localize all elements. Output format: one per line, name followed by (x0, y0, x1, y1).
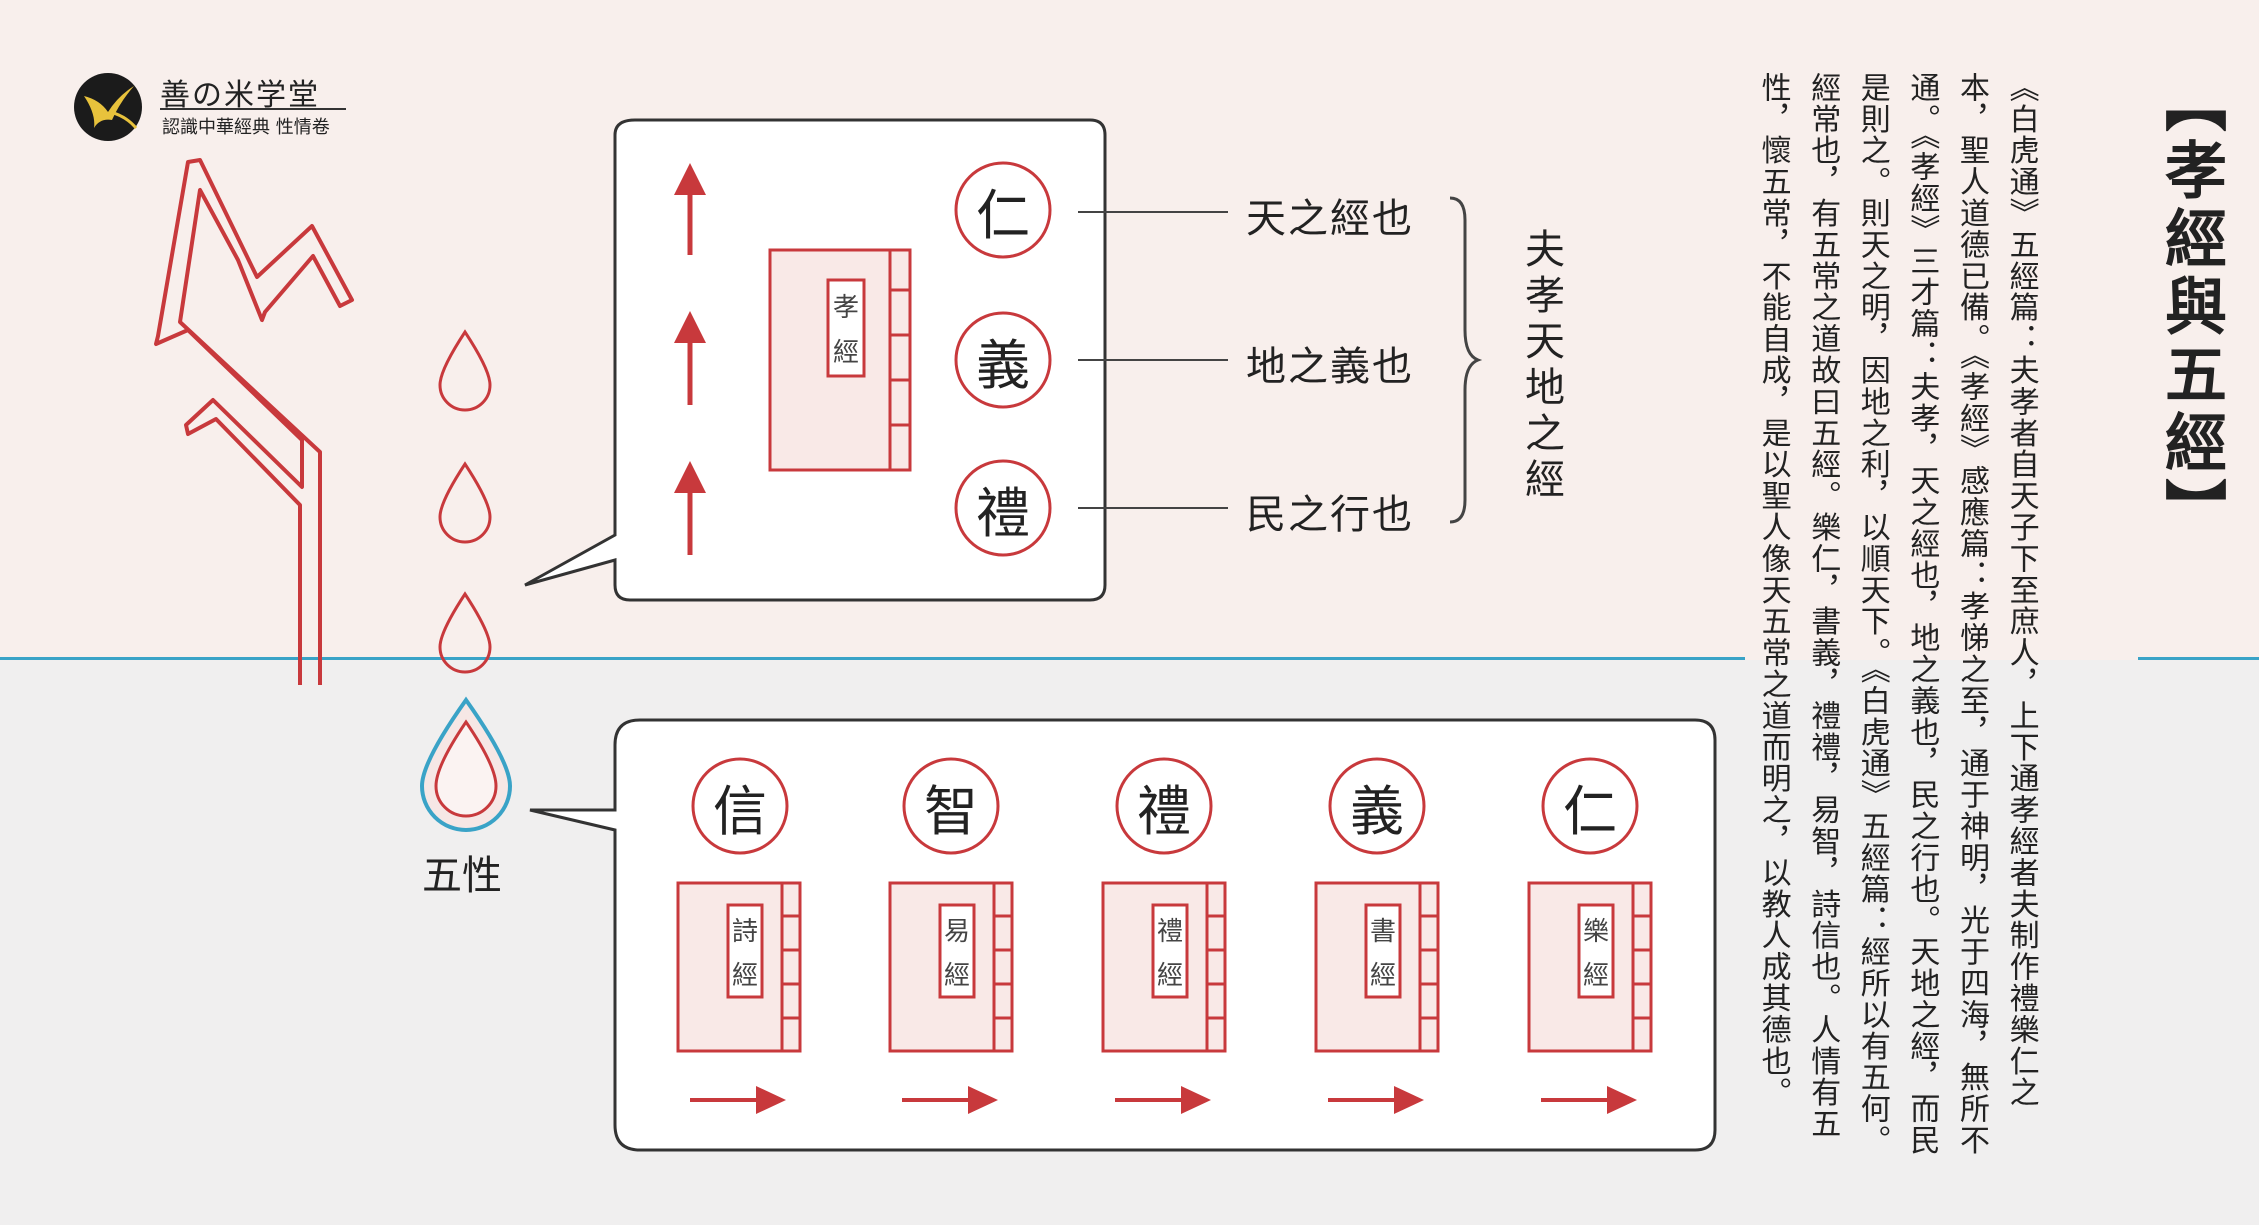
virtue-li: 禮 (1137, 779, 1191, 843)
virtue-ren: 仁 (1563, 779, 1617, 843)
logo-name: 善の米学堂 (160, 78, 320, 113)
virtue-xin: 信 (713, 779, 767, 843)
horizon-line (0, 657, 1745, 660)
virtue-zhi: 智 (924, 779, 978, 843)
shujing-char-1: 書 (1369, 916, 1396, 947)
shijing-char-1: 詩 (731, 916, 758, 947)
shujing-book-icon (1314, 881, 1440, 1053)
shijing-char-2: 經 (731, 960, 758, 991)
upper-virtue-circles (954, 161, 1052, 557)
water-drops (438, 329, 492, 674)
virtue-yi: 義 (1350, 779, 1404, 843)
line-label-heaven: 天之經也 (1246, 196, 1414, 242)
yijing-char-1: 易 (943, 916, 970, 947)
line-label-earth: 地之義也 (1246, 344, 1414, 390)
logo-bird-icon (74, 73, 142, 141)
drop-label: 五性 (422, 853, 502, 899)
lijing-book-icon (1101, 881, 1227, 1053)
yuejing-char-1: 樂 (1582, 916, 1609, 947)
page-title: 【孝經與五經】 (2154, 70, 2227, 546)
lijing-char-2: 經 (1156, 960, 1183, 991)
right-arrows (690, 1086, 1637, 1114)
brace (1449, 196, 1483, 524)
horizon-line-right (2138, 657, 2259, 660)
lower-virtue-circles (691, 757, 1639, 855)
up-arrows (674, 163, 706, 555)
shijing-book-icon (676, 881, 802, 1053)
xiaojing-char-1: 孝 (832, 292, 859, 323)
yijing-char-2: 經 (943, 960, 970, 991)
brace-label: 夫孝天地之經 (1518, 228, 1564, 504)
connector-lines (1078, 211, 1228, 509)
yuejing-char-2: 經 (1582, 960, 1609, 991)
upper-background (0, 0, 2259, 660)
virtue-yi-upper: 義 (976, 333, 1030, 397)
lijing-char-1: 禮 (1156, 916, 1183, 947)
xiaojing-book-icon (768, 248, 912, 472)
logo-rule (160, 108, 346, 110)
plant-illustration (154, 158, 354, 685)
line-label-people: 民之行也 (1246, 492, 1414, 538)
yuejing-book-icon (1527, 881, 1653, 1053)
xiaojing-char-2: 經 (832, 337, 859, 368)
lower-books (676, 881, 1653, 1053)
virtue-ren-upper: 仁 (976, 183, 1030, 247)
blue-drop-icon (419, 696, 513, 832)
body-paragraph: 《白虎通》五經篇：夫孝者自天子下至庶人，上下通孝經者夫制作禮樂仁之本，聖人道德已… (1755, 72, 2039, 1156)
yijing-book-icon (888, 881, 1014, 1053)
logo-subtitle: 認識中華經典 性情卷 (162, 117, 330, 138)
virtue-li-upper: 禮 (976, 481, 1030, 545)
shujing-char-2: 經 (1369, 960, 1396, 991)
